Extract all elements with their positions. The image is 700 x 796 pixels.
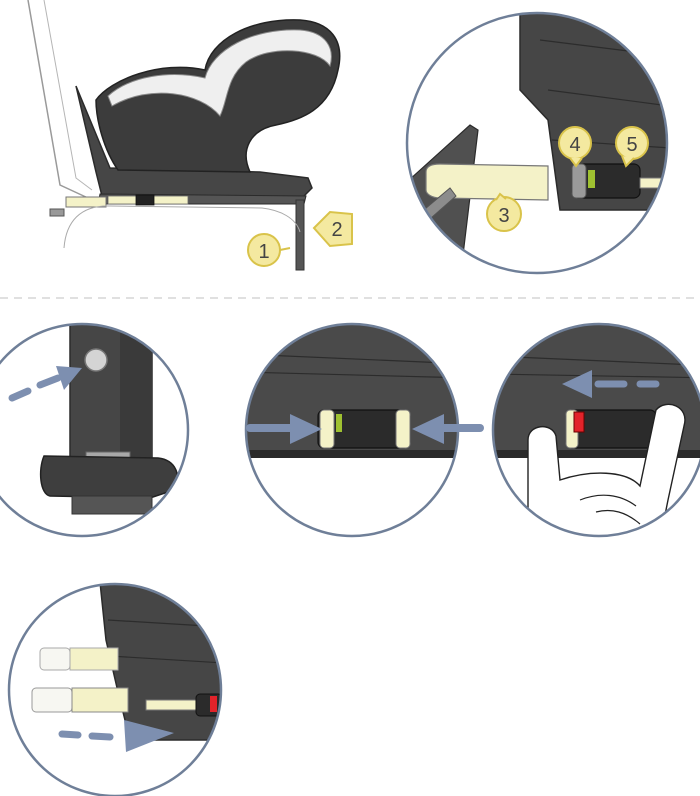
- svg-text:3: 3: [498, 205, 509, 227]
- support-leg: [296, 200, 304, 270]
- callout-1: 1: [248, 234, 290, 266]
- svg-text:2: 2: [331, 219, 342, 241]
- indicator-green: [588, 170, 595, 188]
- panel-leg-button: [0, 318, 188, 536]
- isofix-rail-small: [66, 197, 106, 207]
- panel-seat-overview: 1 2: [28, 0, 352, 270]
- release-button-icon: [85, 349, 107, 371]
- svg-text:1: 1: [258, 241, 269, 263]
- svg-text:5: 5: [626, 134, 637, 156]
- panel-release-red: [490, 324, 700, 540]
- callout-2: 2: [314, 212, 352, 246]
- panel-isofix-zoom: 3 4 5: [398, 0, 700, 280]
- indicator-green: [336, 414, 342, 432]
- svg-text:4: 4: [569, 134, 580, 156]
- panel-compress-handle: [240, 324, 480, 536]
- indicator-red: [574, 412, 584, 432]
- panel-slide-rails: [9, 582, 240, 796]
- indicator-red: [210, 696, 217, 712]
